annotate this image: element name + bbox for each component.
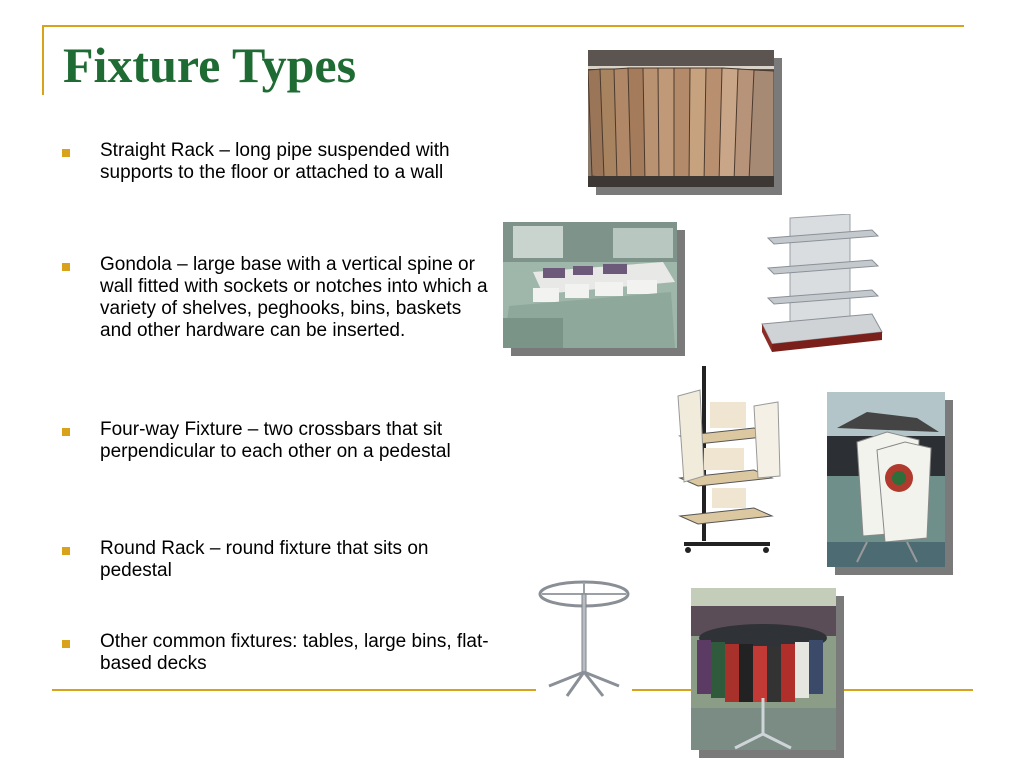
bullet-text: Gondola – large base with a vertical spi… bbox=[100, 254, 488, 341]
four-way-fixture-photo bbox=[674, 366, 785, 555]
bullet-marker bbox=[62, 263, 70, 271]
store-gondola-photo bbox=[503, 222, 677, 348]
left-rule bbox=[42, 25, 44, 95]
metal-gondola-photo bbox=[760, 214, 892, 358]
bullet-marker bbox=[62, 149, 70, 157]
bullet-text: Other common fixtures: tables, large bin… bbox=[100, 631, 489, 674]
round-rack-frame-photo bbox=[537, 578, 631, 702]
tshirt-rack-photo bbox=[827, 392, 945, 567]
bullet-text: Straight Rack – long pipe suspended with… bbox=[100, 140, 450, 183]
bullet-text: Four-way Fixture – two crossbars that si… bbox=[100, 419, 451, 462]
top-rule bbox=[44, 25, 964, 27]
straight-rack-photo bbox=[588, 50, 774, 187]
round-rack-clothes-photo bbox=[691, 588, 836, 750]
bullet-text: Round Rack – round fixture that sits on … bbox=[100, 538, 429, 581]
bottom-rule-left bbox=[52, 689, 536, 691]
bullet-marker bbox=[62, 640, 70, 648]
slide-title: Fixture Types bbox=[63, 37, 357, 93]
bullet-marker bbox=[62, 428, 70, 436]
bullet-marker bbox=[62, 547, 70, 555]
